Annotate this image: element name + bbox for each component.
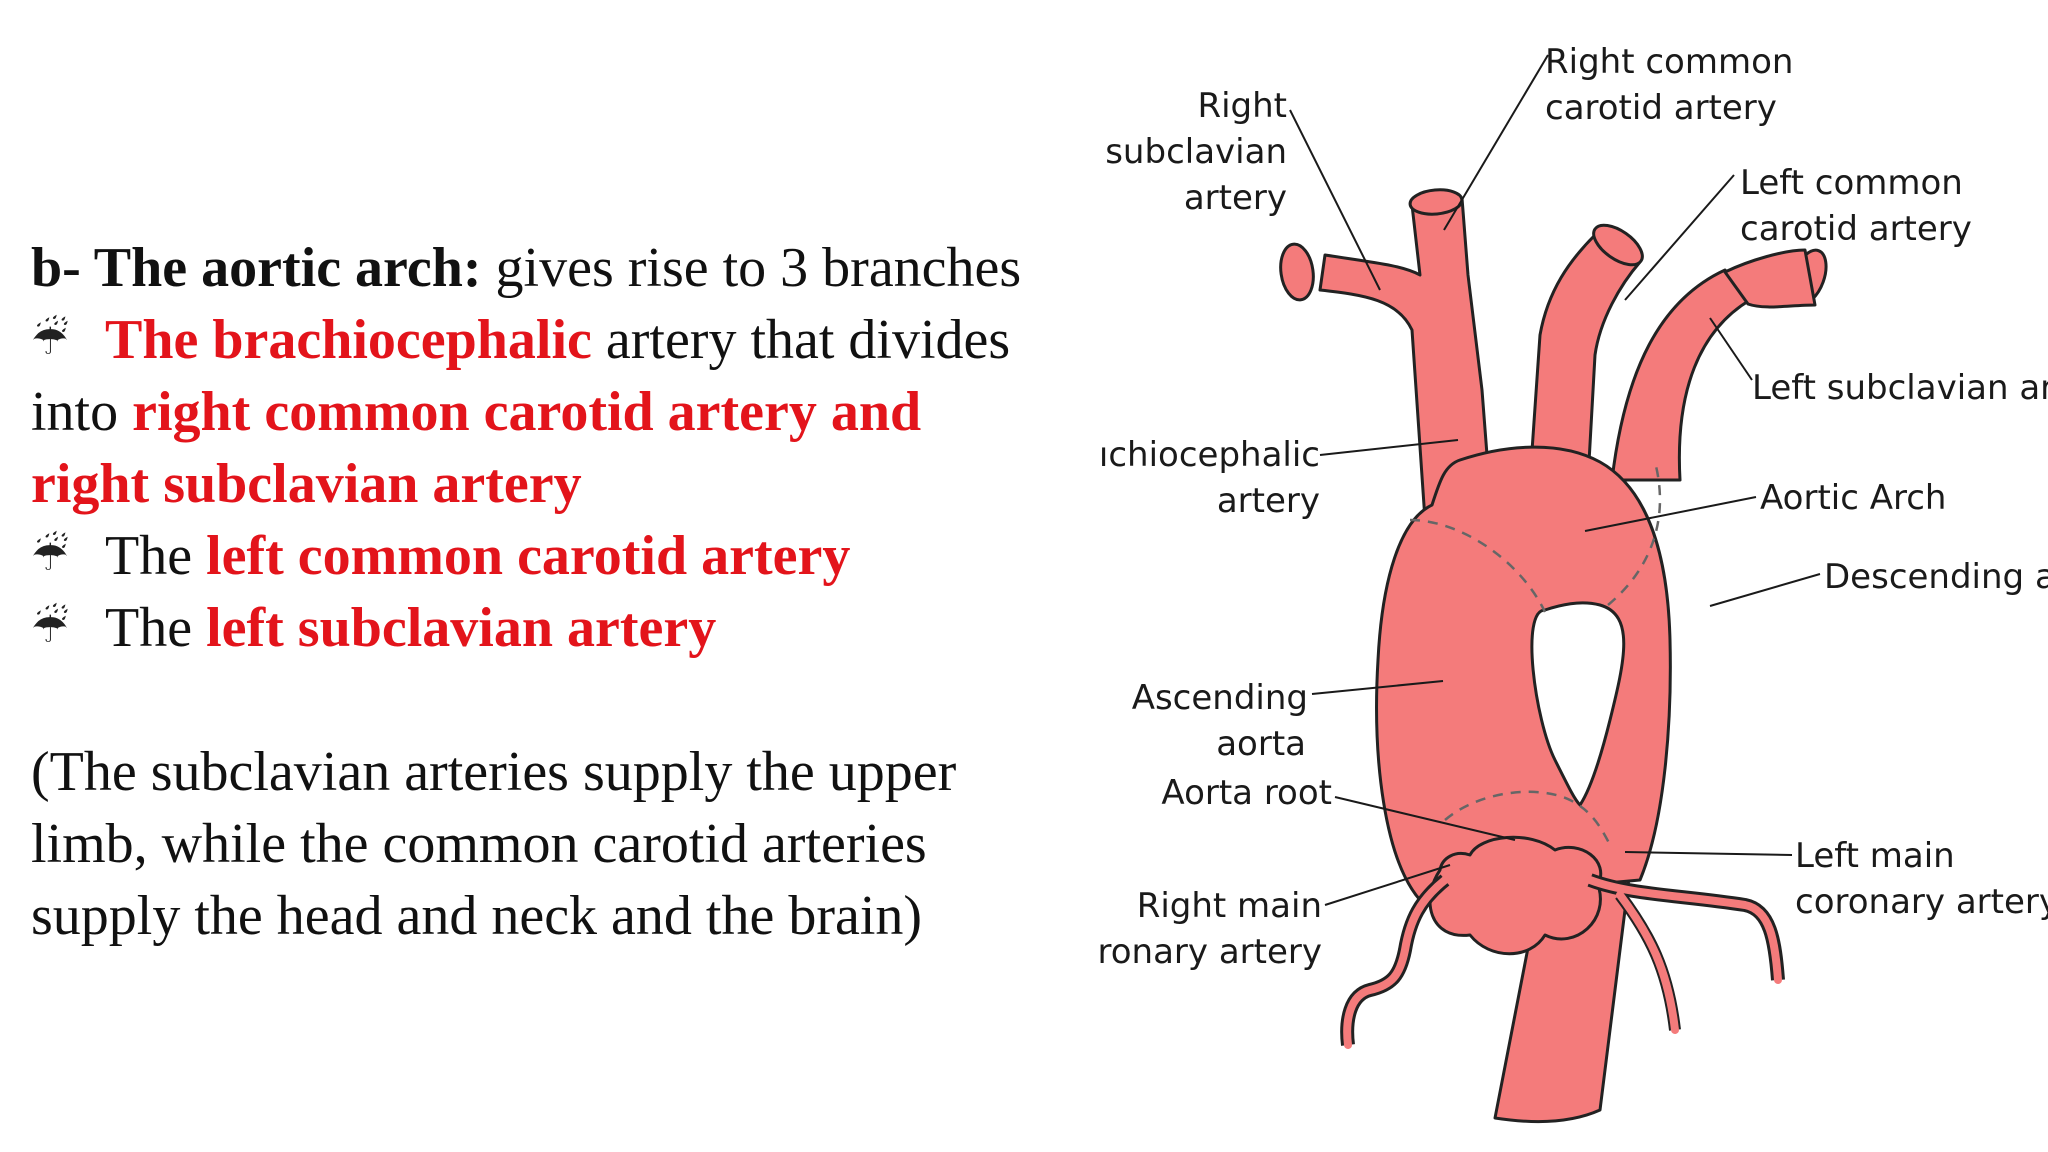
label-left-main-coronary-1: Left main (1795, 836, 1955, 876)
label-left-common-carotid-1: Left common (1740, 163, 1963, 203)
right-common-carotid-term: right common carotid artery and (132, 381, 922, 443)
leader-ascending (1311, 680, 1444, 695)
arch-boundary-left (1409, 518, 1547, 613)
label-right-subclavian-1: Right (1197, 86, 1287, 126)
leader-aorta-root (1334, 796, 1516, 841)
descending-aorta-lower (1493, 858, 1632, 1124)
leader-right-main-coronary (1324, 864, 1451, 906)
label-left-common-carotid-2: carotid artery (1740, 209, 1972, 249)
arch-boundary-right (1607, 461, 1662, 606)
label-ascending-1: Ascending (1132, 678, 1308, 718)
right-subclavian-term: right subclavian artery (31, 453, 582, 515)
leader-brachiocephalic (1319, 439, 1459, 456)
label-right-common-carotid-2: carotid artery (1545, 88, 1777, 128)
label-right-subclavian-3: artery (1184, 178, 1287, 218)
left-subclavian-term: left subclavian artery (206, 597, 717, 659)
label-ascending-2: aorta (1216, 724, 1306, 764)
leader-descending (1709, 573, 1821, 607)
right-subclavian-opening (1279, 242, 1315, 302)
aortic-root (1428, 835, 1603, 956)
leader-aortic-arch (1584, 496, 1757, 532)
brachiocephalic-continuation: into right common carotid artery and (31, 376, 1101, 448)
bullet-brachiocephalic: ☔ The brachiocephalic artery that divides (31, 304, 1101, 376)
left-common-carotid-term: left common carotid artery (206, 525, 851, 587)
aortic-arch-heading-line: b- The aortic arch: gives rise to 3 bran… (31, 232, 1101, 304)
label-left-subclavian: Left subclavian art (1752, 368, 2048, 408)
brachiocephalic-continuation-2: right subclavian artery (31, 448, 1101, 520)
note-line-3: supply the head and neck and the brain) (31, 885, 923, 947)
the-text: The (105, 597, 207, 659)
aortic-arch-heading: b- The aortic arch: (31, 237, 482, 299)
the-text: The (105, 525, 207, 587)
brachiocephalic-artery (1318, 196, 1494, 522)
leader-left-main-coronary (1624, 851, 1793, 856)
rain-cloud-icon: ☔ (31, 315, 69, 364)
arch-inner-space (1530, 601, 1626, 807)
label-right-main-coronary-1: Right main (1137, 886, 1322, 926)
diagram-labels: Right subclavian artery Right common car… (1100, 42, 2048, 972)
note-line-2: limb, while the common carotid arteries (31, 813, 927, 875)
label-right-common-carotid-1: Right common (1545, 42, 1793, 82)
root-boundary (1444, 790, 1612, 846)
label-brachiocephalic-1: ıchiocephalic (1100, 435, 1320, 475)
leader-right-common-carotid (1443, 54, 1549, 231)
branches-intro: gives rise to 3 branches (481, 237, 1022, 299)
leader-left-subclavian (1709, 317, 1753, 381)
aortic-arch-diagram: Right subclavian artery Right common car… (1100, 42, 2048, 1124)
label-left-main-coronary-2: coronary artery (1795, 882, 2048, 922)
into-text: into (31, 381, 133, 443)
label-aorta-root: Aorta root (1161, 773, 1332, 813)
label-right-main-coronary-2: ronary artery (1100, 932, 1322, 972)
bullet-left-common-carotid: ☔ The left common carotid artery (31, 520, 1101, 592)
brachiocephalic-term: The brachiocephalic (105, 309, 592, 371)
rain-cloud-icon: ☔ (31, 603, 69, 652)
leader-right-subclavian (1289, 109, 1381, 291)
note-line-1: (The subclavian arteries supply the uppe… (31, 741, 957, 803)
slide-text: b- The aortic arch: gives rise to 3 bran… (31, 232, 1101, 952)
label-right-subclavian-2: subclavian (1105, 132, 1287, 172)
leader-left-common-carotid (1624, 174, 1735, 301)
label-descending: Descending a (1824, 557, 2048, 597)
label-aortic-arch: Aortic Arch (1760, 478, 1946, 518)
aortic-arch (1375, 445, 1672, 902)
brachiocephalic-desc: artery that divides (591, 309, 1011, 371)
supply-note: (The subclavian arteries supply the uppe… (31, 736, 1101, 952)
bullet-left-subclavian: ☔ The left subclavian artery (31, 592, 1101, 664)
left-subclavian-artery (1610, 268, 1752, 482)
rain-cloud-icon: ☔ (31, 531, 69, 580)
label-brachiocephalic-2: artery (1217, 481, 1320, 521)
